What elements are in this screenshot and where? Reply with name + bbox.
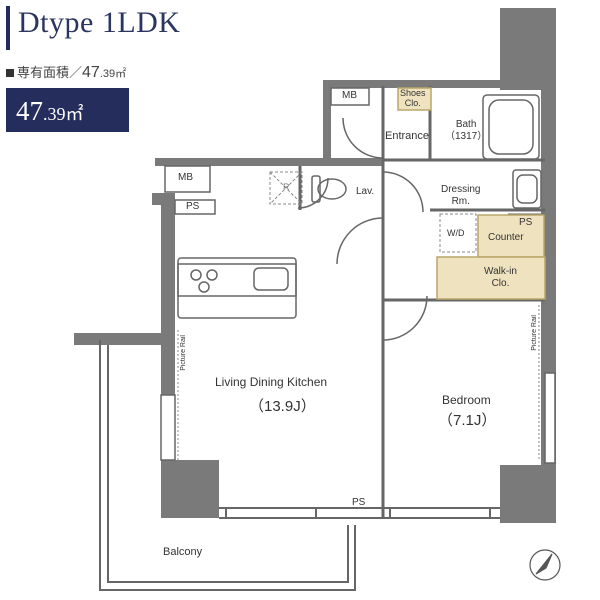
counter-label: Counter bbox=[488, 232, 524, 243]
area-value-dec: .39㎡ bbox=[99, 68, 127, 80]
exterior-walls bbox=[74, 8, 556, 523]
area-value-int: 47 bbox=[82, 64, 100, 81]
walkin-closet-label: Walk-in Clo. bbox=[484, 266, 517, 289]
shoes-closet-shape bbox=[397, 87, 432, 111]
shoes-closet-label: Shoes Clo. bbox=[400, 88, 426, 109]
bedroom-name-label: Bedroom bbox=[442, 393, 491, 407]
side-windows bbox=[160, 372, 556, 464]
balcony-outline bbox=[99, 340, 356, 591]
mb-top-label: MB bbox=[342, 90, 357, 101]
badge-dec: .39㎡ bbox=[43, 104, 84, 124]
bottom-windows bbox=[219, 507, 500, 519]
picture-rail-right-label: Picture Rail bbox=[531, 315, 538, 351]
counter-shape bbox=[477, 214, 545, 258]
bullet-square-icon bbox=[6, 69, 14, 77]
mb-boxes bbox=[164, 87, 370, 215]
ldk-size-label: （13.9J） bbox=[249, 398, 316, 415]
entrance-label: Entrance bbox=[385, 130, 430, 142]
title-accent-bar bbox=[6, 6, 10, 50]
ps-bottom-label: PS bbox=[352, 497, 366, 508]
mb-left-label: MB bbox=[178, 172, 193, 183]
toilet-shape bbox=[311, 175, 347, 203]
lav-label: Lav. bbox=[356, 186, 375, 197]
door-swings bbox=[297, 117, 428, 341]
area-label: 専有面積／ bbox=[17, 65, 83, 80]
dressing-label: Dressing Rm. bbox=[441, 184, 481, 207]
picture-rails bbox=[177, 305, 540, 460]
ps-left-label: PS bbox=[186, 201, 200, 212]
bedroom-size-label: （7.1J） bbox=[438, 412, 497, 429]
bath-label: Bath （1317） bbox=[445, 119, 488, 142]
ps-right-label: PS bbox=[519, 217, 533, 228]
area-badge: 47.39㎡ bbox=[6, 88, 129, 132]
kitchen-counter-shape bbox=[177, 257, 297, 319]
picture-rail-left-label: Picture Rail bbox=[180, 335, 187, 371]
bathtub-shape bbox=[482, 94, 540, 160]
compass-icon bbox=[529, 549, 561, 581]
fridge-shape bbox=[269, 171, 303, 205]
fridge-label: R bbox=[283, 182, 290, 192]
ldk-name-label: Living Dining Kitchen bbox=[215, 375, 328, 389]
washer-dryer-label: W/D bbox=[447, 228, 465, 238]
interior-walls bbox=[298, 86, 545, 518]
washer-dryer-space bbox=[439, 213, 477, 253]
badge-int: 47 bbox=[16, 96, 43, 126]
washbasin-shape bbox=[512, 169, 542, 209]
balcony-label: Balcony bbox=[163, 546, 203, 558]
area-line: 専有面積／47.39㎡ bbox=[6, 62, 126, 82]
plan-title: Dtype 1LDK bbox=[18, 6, 181, 39]
walkin-closet-shape bbox=[436, 256, 546, 300]
